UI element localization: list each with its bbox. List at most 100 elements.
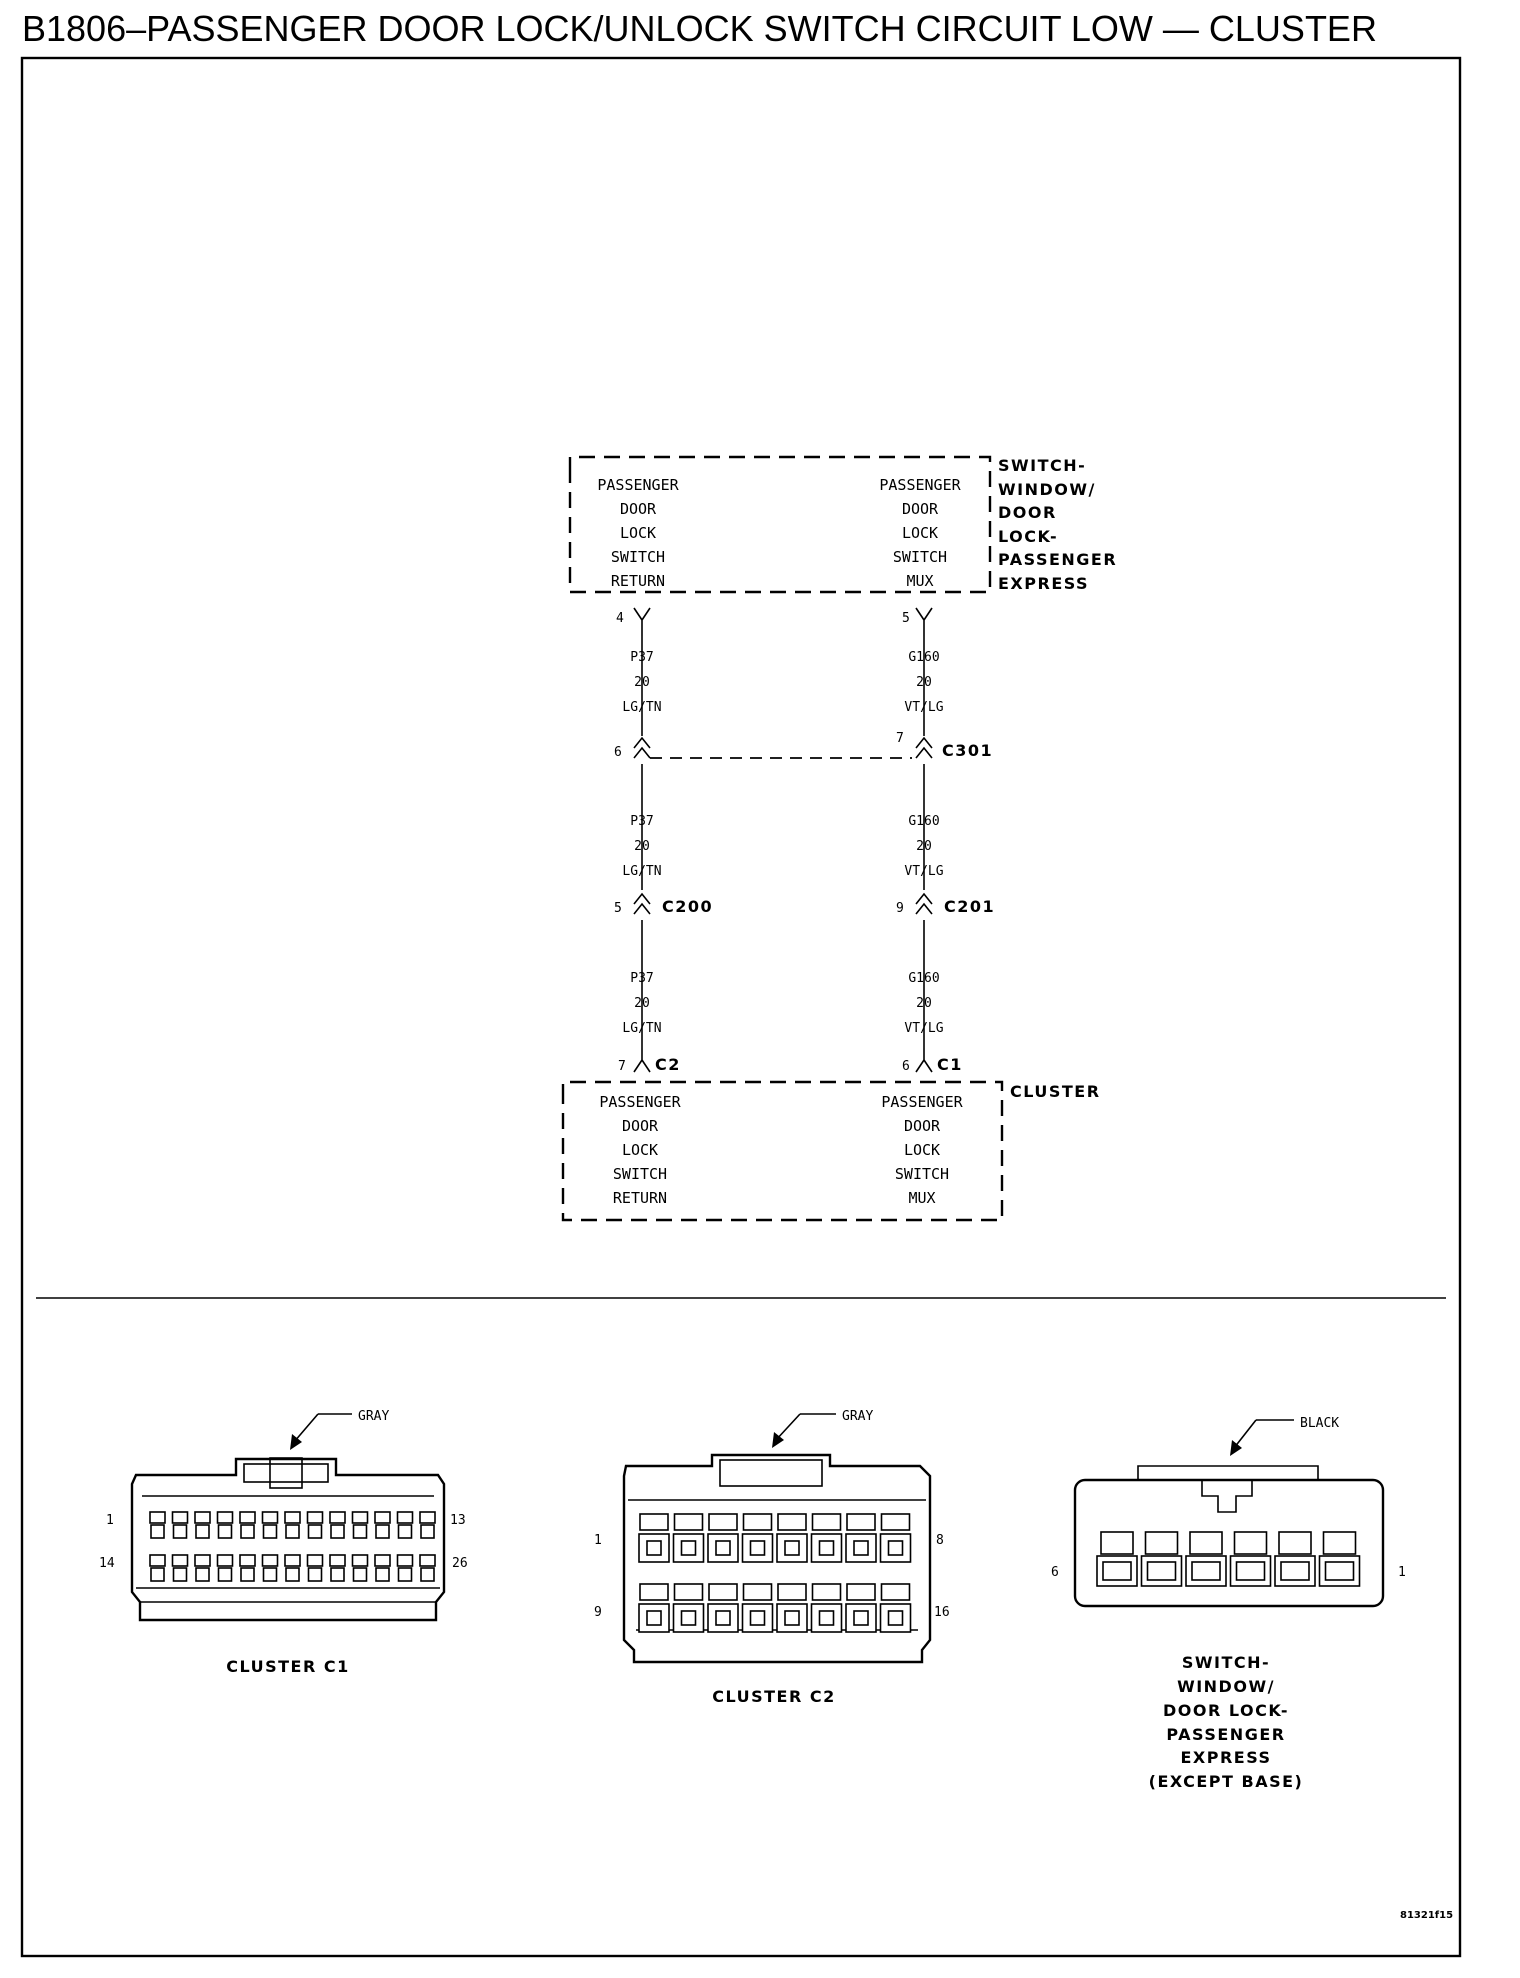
c1-pin-number: 14 — [99, 1556, 115, 1571]
inline-pin-number: 9 — [896, 901, 904, 916]
c1-cavity-slot — [172, 1567, 188, 1582]
c2-pin-number: 9 — [594, 1605, 602, 1620]
c201-connector-label: C201 — [944, 897, 995, 916]
c2-cavity-pin — [680, 1610, 697, 1626]
sw-color-label: BLACK — [1300, 1416, 1339, 1431]
c2-cavity-top — [811, 1513, 842, 1531]
switch-component-dashed-box — [568, 455, 992, 594]
c1-cavity-slot — [330, 1524, 345, 1539]
c2-cavity-top — [846, 1513, 876, 1531]
wire-label-line: LG/TN — [622, 864, 661, 879]
c1-cavity — [149, 1554, 166, 1567]
sw-cavity-top — [1322, 1531, 1357, 1555]
cluster-c2-connector-label: C2 — [655, 1055, 681, 1074]
c2-cavity-top — [708, 1513, 738, 1531]
cluster-left-pin-line: PASSENGER — [599, 1093, 681, 1111]
c1-cavity — [374, 1511, 391, 1524]
switch-right-pin-label: PASSENGER DOOR LOCK SWITCH MUX — [879, 476, 961, 590]
sw-cavity-pin — [1324, 1561, 1355, 1581]
switch-left-pin-line: DOOR — [620, 500, 657, 518]
c1-cavity — [171, 1554, 189, 1567]
cluster-component-dashed-box — [561, 1080, 1004, 1222]
c1-cavity-slot — [195, 1567, 210, 1582]
c1-cavity-slot — [375, 1567, 390, 1582]
cluster-c2-pin-7-terminal — [633, 1048, 651, 1073]
c2-cavity-top — [777, 1583, 807, 1601]
c2-cavity-pin — [853, 1540, 869, 1556]
switch-right-pin-line: MUX — [906, 572, 933, 590]
switch-name-line: WINDOW/ — [998, 480, 1096, 499]
c2-cavity-top — [673, 1583, 704, 1601]
sw-name-line: DOOR LOCK- — [1163, 1701, 1289, 1720]
wire-label-line: P37 — [630, 971, 653, 986]
c1-cavity-slot — [397, 1567, 413, 1582]
c1-cavity-slot — [195, 1524, 210, 1539]
wire-label-line: LG/TN — [622, 1021, 661, 1036]
sw-cavity-top — [1233, 1531, 1268, 1555]
circuit-g160: 5 G160 20 VT/LG 7 C301 G160 20 VT/LG 9 C… — [896, 607, 995, 1074]
c1-pin-number: 1 — [106, 1513, 114, 1528]
sw-cavity-pin — [1280, 1561, 1310, 1581]
sw-cavity-row — [1096, 1531, 1361, 1587]
cluster-right-pin-line: MUX — [908, 1189, 935, 1207]
c301-pin-7-connector — [915, 736, 933, 759]
c200-connector-symbol — [633, 892, 651, 915]
wire-label-line: 20 — [634, 675, 650, 690]
switch-left-pin-line: LOCK — [620, 524, 656, 542]
c1-cavity-slot — [172, 1524, 188, 1539]
c1-cavity — [306, 1511, 324, 1524]
c1-cavity-slot — [150, 1524, 165, 1539]
c2-pin-number: 1 — [594, 1533, 602, 1548]
c1-cavity-grid — [149, 1511, 436, 1582]
c201-connector-symbol — [915, 892, 933, 915]
sw-connector-name: SWITCH- WINDOW/ DOOR LOCK- PASSENGER EXP… — [1149, 1653, 1304, 1791]
c2-cavity-top — [742, 1583, 773, 1601]
c2-latch — [719, 1459, 823, 1487]
c1-cavity-slot — [375, 1524, 390, 1539]
switch-pin-number: 5 — [902, 611, 910, 626]
c1-cavity-slot — [285, 1567, 300, 1582]
sw-name-line: EXPRESS — [1180, 1748, 1271, 1767]
sw-name-line: (EXCEPT BASE) — [1149, 1772, 1304, 1791]
c1-cavity-slot — [262, 1567, 278, 1582]
cluster-left-pin-line: DOOR — [622, 1117, 659, 1135]
cluster-component: CLUSTER PASSENGER DOOR LOCK SWITCH RETUR… — [561, 1080, 1099, 1222]
wire-label-line: G160 — [908, 971, 939, 986]
c1-cavity — [419, 1554, 436, 1567]
switch-left-pin-line: PASSENGER — [597, 476, 679, 494]
sw-pin-number: 6 — [1051, 1565, 1059, 1580]
switch-right-pin-line: PASSENGER — [879, 476, 961, 494]
c2-arrow-icon — [772, 1432, 784, 1448]
c1-cavity — [329, 1511, 346, 1524]
switch-right-pin-line: SWITCH — [893, 548, 947, 566]
c2-color-leader — [775, 1413, 801, 1441]
c2-cavity-pin — [818, 1540, 835, 1556]
c2-cavity-top — [880, 1513, 911, 1531]
c301-pin-6-connector — [633, 736, 651, 759]
c1-cavity — [396, 1554, 414, 1567]
c2-cavity-top — [673, 1513, 704, 1531]
sw-cavity-pin — [1146, 1561, 1177, 1581]
circuit-p37: 4 P37 20 LG/TN 6 P37 20 LG/TN 5 C200 P37… — [614, 607, 712, 1074]
c1-cavity — [284, 1511, 301, 1524]
switch-right-pin-line: DOOR — [902, 500, 939, 518]
c1-cavity — [171, 1511, 189, 1524]
cluster-left-pin-line: LOCK — [622, 1141, 658, 1159]
sw-arrow-icon — [1230, 1440, 1242, 1456]
c1-cavity-slot — [217, 1524, 233, 1539]
c301-connector-label: C301 — [942, 741, 993, 760]
diagram-title: B1806–PASSENGER DOOR LOCK/UNLOCK SWITCH … — [22, 8, 1377, 49]
cluster-left-pin-line: RETURN — [613, 1189, 667, 1207]
wire-label-line: 20 — [634, 996, 650, 1011]
inline-pin-number: 5 — [614, 901, 622, 916]
c1-cavity-slot — [217, 1567, 233, 1582]
wire-label-line: P37 — [630, 814, 653, 829]
c2-cavity-pin — [853, 1610, 869, 1626]
sw-cavity-top — [1144, 1531, 1179, 1555]
sw-cavity-pin — [1102, 1561, 1132, 1581]
c1-cavity — [216, 1511, 234, 1524]
c1-cavity-slot — [262, 1524, 278, 1539]
c1-latch — [243, 1463, 329, 1483]
c2-cavity-pin — [818, 1610, 835, 1626]
